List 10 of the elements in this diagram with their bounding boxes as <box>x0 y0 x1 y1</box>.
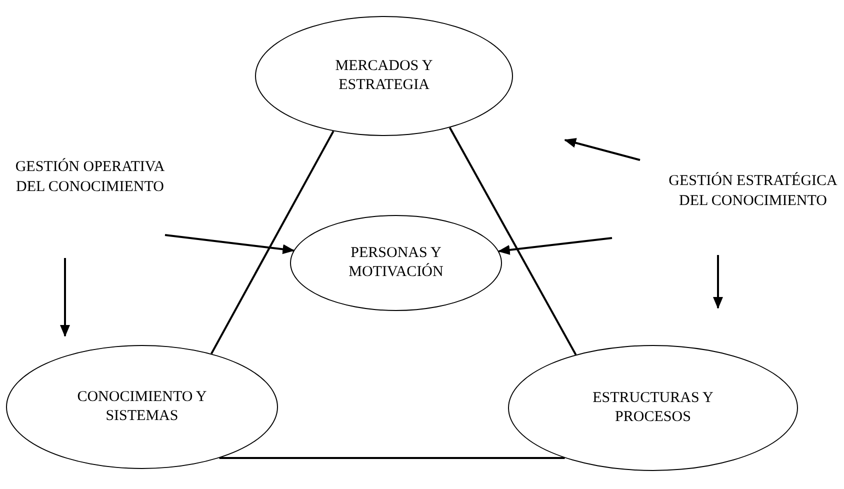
connector-line <box>219 457 565 459</box>
connector-line <box>448 127 577 356</box>
node-label: CONOCIMIENTO Y SISTEMAS <box>76 388 208 426</box>
arrow <box>164 234 295 254</box>
node-label: ESTRUCTURAS Y PROCESOS <box>592 388 714 427</box>
node-label: GESTIÓN OPERATIVA DEL CONOCIMIENTO <box>15 159 165 194</box>
node-label: PERSONAS Y MOTIVACIÓN <box>348 244 444 282</box>
node-label: MERCADOS Y ESTRATEGIA <box>334 56 434 95</box>
connector-line <box>210 130 334 354</box>
arrow <box>498 237 612 255</box>
